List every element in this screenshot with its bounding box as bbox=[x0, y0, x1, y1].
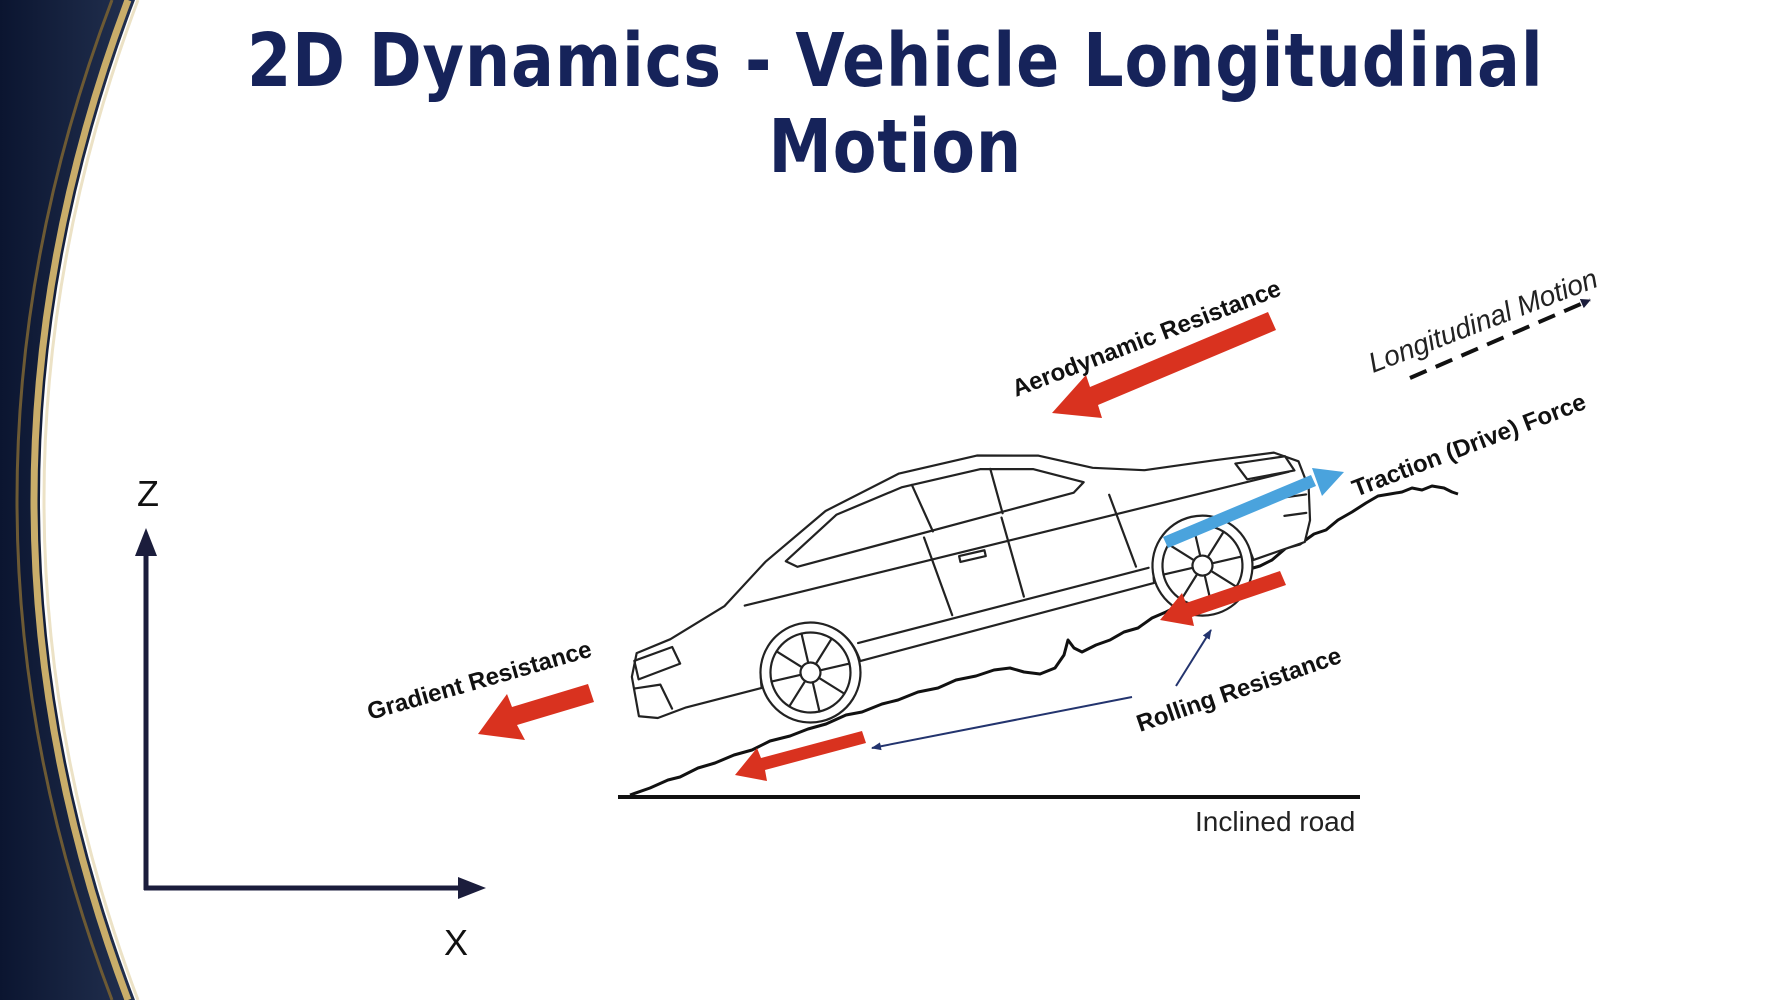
x-axis-arrowhead bbox=[458, 877, 486, 899]
car-rocker bbox=[856, 566, 1150, 645]
coordinate-axes: Z X bbox=[135, 473, 486, 963]
car-door-outline bbox=[922, 493, 1138, 617]
car-pillar-front bbox=[910, 483, 934, 533]
road-label: Inclined road bbox=[1195, 806, 1355, 837]
inclined-road: Inclined road bbox=[618, 484, 1459, 837]
longitudinal-arrow bbox=[1409, 298, 1591, 380]
rolling-pointer-rear bbox=[871, 696, 1133, 751]
longitudinal-motion: Longitudinal Motion bbox=[1364, 263, 1602, 380]
gradient-resistance: Gradient Resistance bbox=[364, 636, 595, 740]
z-axis-arrowhead bbox=[135, 528, 157, 556]
rolling-arrow-rear bbox=[735, 731, 866, 781]
rolling-pointer-front bbox=[1175, 629, 1212, 687]
aerodynamic-resistance: Aerodynamic Resistance bbox=[1008, 275, 1285, 418]
z-axis-label: Z bbox=[137, 473, 159, 514]
car-headlight bbox=[1234, 455, 1296, 481]
rolling-label: Rolling Resistance bbox=[1133, 642, 1345, 737]
longitudinal-label: Longitudinal Motion bbox=[1364, 263, 1602, 379]
car-pillar-rear bbox=[989, 467, 1004, 515]
road-surface bbox=[629, 484, 1459, 797]
aerodynamic-arrow bbox=[1052, 312, 1276, 418]
traction-label: Traction (Drive) Force bbox=[1348, 388, 1589, 502]
car-door-handle bbox=[958, 549, 987, 564]
rolling-arrow-front bbox=[1160, 571, 1286, 626]
gradient-label: Gradient Resistance bbox=[364, 636, 595, 726]
car-beltline bbox=[743, 470, 1290, 607]
gradient-arrow bbox=[478, 684, 594, 740]
traction-arrow bbox=[1163, 468, 1344, 548]
x-axis-label: X bbox=[444, 922, 468, 963]
car-rear-bumper bbox=[633, 683, 674, 710]
slide-title: 2D Dynamics - Vehicle Longitudinal Motio… bbox=[247, 18, 1544, 190]
car-taillight bbox=[633, 645, 682, 681]
rear-wheel bbox=[759, 621, 862, 724]
car-window-line bbox=[784, 468, 1085, 568]
